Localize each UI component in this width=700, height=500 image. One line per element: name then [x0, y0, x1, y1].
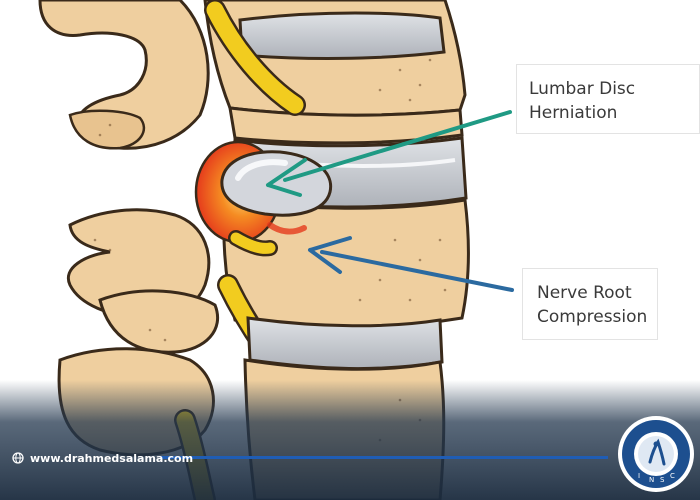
footer-line: [160, 456, 608, 459]
upper-disc: [238, 11, 446, 60]
herniation-label-line2: Herniation: [529, 103, 618, 123]
footer-website[interactable]: www.drahmedsalama.com: [12, 450, 193, 466]
website-text: www.drahmedsalama.com: [30, 451, 194, 465]
lower-disc: [246, 316, 444, 371]
logo-letter-4: C: [670, 472, 675, 480]
insc-logo: I N S C: [618, 416, 694, 492]
logo-letter-1: I: [638, 472, 640, 480]
nerve-label-box: Nerve Root Compression: [522, 268, 658, 340]
upper-posterior-elements: [38, 0, 210, 150]
globe-icon: [12, 452, 24, 464]
nerve-label-line2: Compression: [537, 307, 648, 327]
bone-texture: [93, 58, 447, 442]
logo-letter-2: N: [649, 476, 654, 484]
nerve-arrow: [308, 236, 514, 292]
herniation-label-box: Lumbar Disc Herniation: [516, 64, 700, 134]
nerve-label-line1: Nerve Root: [537, 283, 632, 303]
logo-letter-3: S: [660, 476, 665, 484]
herniation-arrow: [266, 110, 512, 197]
herniation-label-line1: Lumbar Disc: [529, 79, 636, 99]
footer-overlay: [0, 380, 700, 500]
middle-posterior-elements: [66, 208, 220, 354]
